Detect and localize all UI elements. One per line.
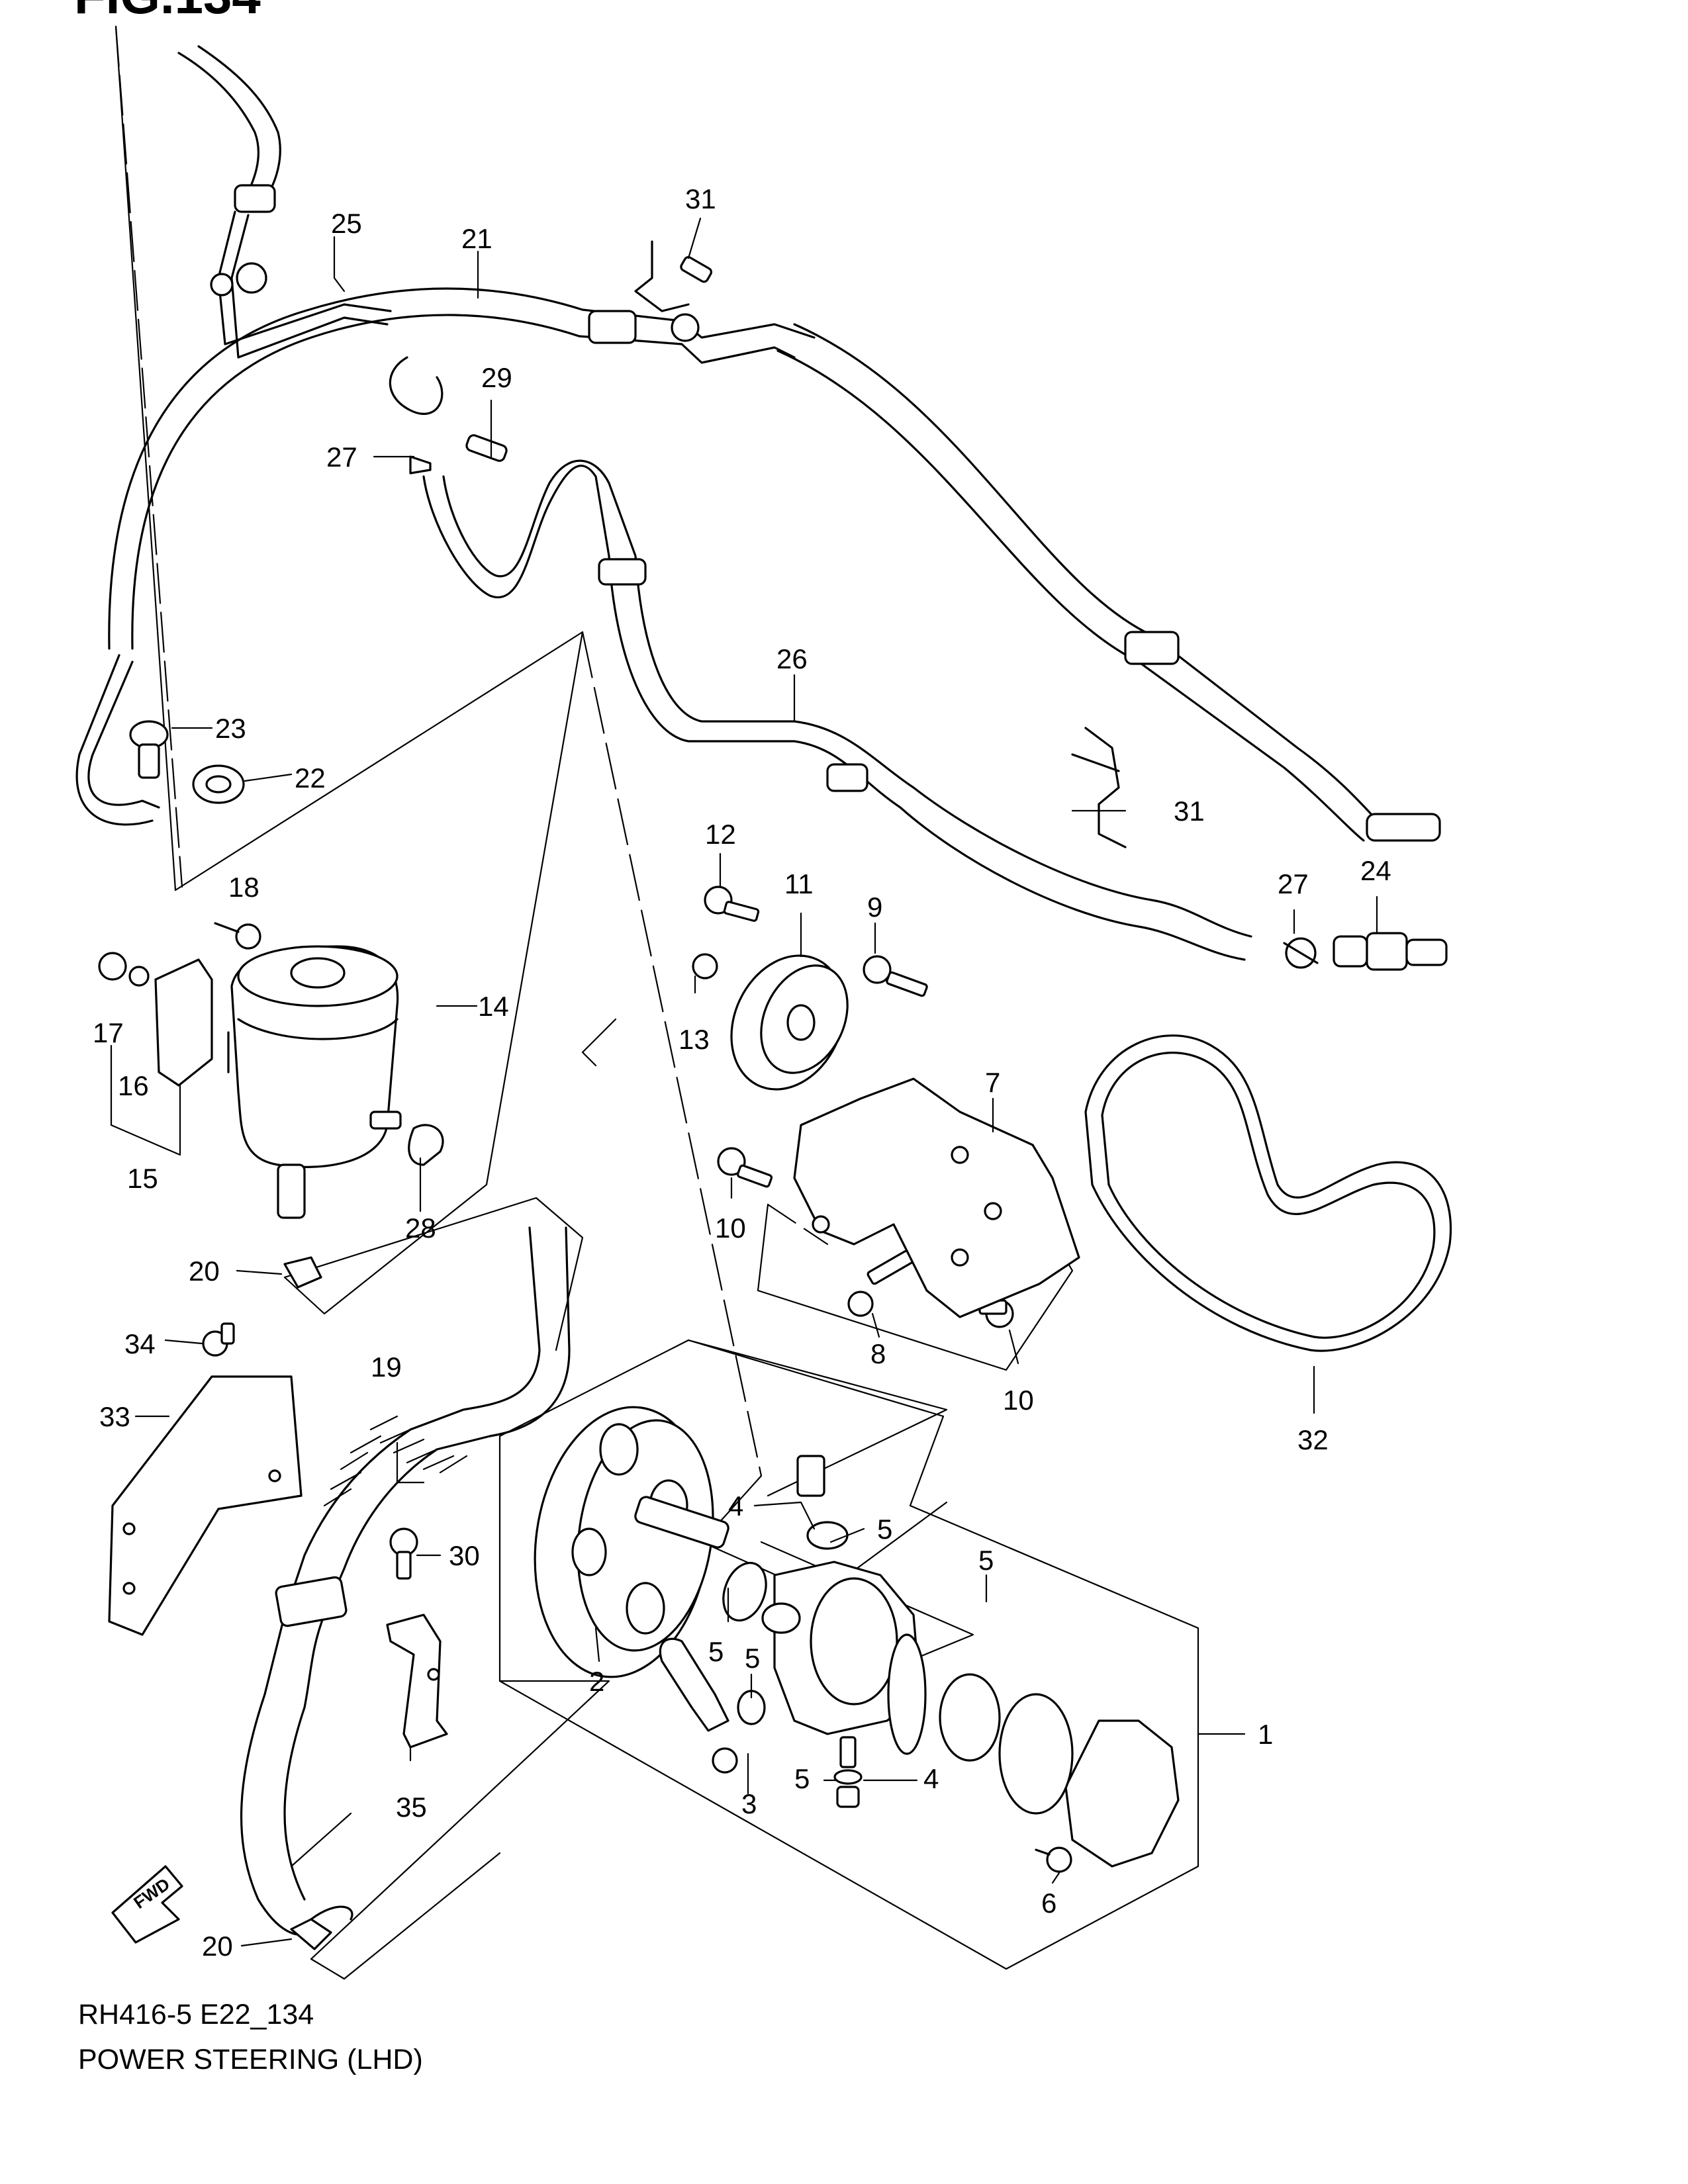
callout-25: 25 (331, 208, 362, 239)
callout-31-lower: 31 (1174, 796, 1205, 827)
bolt-18 (214, 922, 261, 950)
callout-16: 16 (118, 1070, 149, 1101)
callout-3: 3 (741, 1788, 757, 1819)
reservoir-bracket-15 (98, 952, 213, 1156)
callout-30: 30 (449, 1540, 480, 1571)
callout-numbers: 1 2 3 4 4 5 5 5 5 5 6 7 8 9 10 10 11 12 … (93, 183, 1391, 1962)
callout-19: 19 (371, 1351, 402, 1383)
callout-20-lower: 20 (202, 1931, 233, 1962)
callout-22: 22 (295, 762, 326, 794)
callout-35: 35 (396, 1792, 427, 1823)
pump-pulley-2 (534, 1406, 729, 1678)
callout-5-union: 5 (745, 1643, 760, 1674)
callout-10-upper: 10 (715, 1212, 746, 1244)
callout-8: 8 (870, 1338, 886, 1369)
bolt-30 (389, 1527, 418, 1580)
leader-lines (134, 217, 1378, 1947)
clip-28 (408, 1124, 444, 1166)
callout-9: 9 (867, 891, 882, 923)
callout-5-stud: 5 (794, 1763, 810, 1794)
callout-28: 28 (405, 1212, 436, 1244)
diagram-code: RH416-5 E22_134 (78, 1999, 314, 2030)
bolt-10-upper (717, 1147, 773, 1188)
callout-18: 18 (228, 872, 259, 903)
callout-6: 6 (1041, 1888, 1056, 1919)
washer-22 (192, 764, 245, 804)
idler-pulley-11 (730, 954, 849, 1091)
pressure-switch-4 (796, 1455, 849, 1550)
callout-23: 23 (215, 713, 246, 744)
bolt-8 (847, 1250, 914, 1317)
callout-34: 34 (124, 1328, 156, 1359)
return-hose-26 (422, 459, 1252, 961)
hose-clamp-20-upper (283, 1256, 322, 1289)
callout-17: 17 (93, 1017, 124, 1048)
drive-belt-32 (1084, 1034, 1452, 1352)
callout-33: 33 (99, 1401, 130, 1432)
bracket-33 (108, 1375, 303, 1636)
callout-7: 7 (985, 1067, 1000, 1098)
callout-15: 15 (127, 1163, 158, 1194)
callout-1: 1 (1258, 1719, 1273, 1750)
fwd-arrow-icon: FWD (111, 1865, 183, 1944)
pump-body-1 (761, 1561, 1180, 1868)
bolt-6 (1035, 1846, 1072, 1873)
banjo-bolt-23 (129, 720, 169, 779)
bolt-9 (863, 955, 928, 997)
callout-32: 32 (1297, 1424, 1329, 1455)
callout-2: 2 (589, 1666, 604, 1697)
callout-4-upper: 4 (728, 1490, 743, 1522)
bracket-35 (386, 1614, 448, 1749)
bolt-34 (202, 1322, 235, 1357)
return-hose-upper-25 (75, 45, 392, 826)
callout-5-seal: 5 (708, 1636, 724, 1667)
union-fitting-24 (1283, 932, 1448, 971)
callout-20-upper: 20 (189, 1255, 220, 1287)
callout-24: 24 (1360, 855, 1391, 886)
hose-clamp-20-lower (290, 1905, 353, 1950)
callout-13: 13 (679, 1024, 710, 1055)
callout-31-upper: 31 (685, 183, 716, 214)
bolt-12 (704, 886, 760, 922)
callout-27-upper: 27 (326, 441, 357, 473)
callout-10-lower: 10 (1003, 1385, 1034, 1416)
callout-21: 21 (461, 223, 492, 254)
stud-4-lower (833, 1736, 863, 1808)
callout-5-gasket: 5 (978, 1545, 994, 1576)
bracket-7 (793, 1077, 1080, 1318)
suction-hose-19 (240, 1226, 571, 1936)
oil-seal-5 (722, 1561, 767, 1622)
nut-13 (692, 953, 718, 979)
callout-26: 26 (776, 643, 808, 674)
diagram-title: POWER STEERING (LHD) (78, 2044, 423, 2075)
reservoir-tank-14 (227, 945, 402, 1219)
callout-14: 14 (478, 991, 509, 1022)
hose-clamps-upper (389, 240, 1127, 848)
callout-29: 29 (481, 362, 512, 393)
callout-5-oring: 5 (877, 1514, 892, 1545)
callout-12: 12 (705, 819, 736, 850)
callout-11: 11 (784, 868, 814, 899)
callout-4-lower: 4 (923, 1763, 939, 1794)
figure-label: FIG.134 (74, 0, 261, 24)
callout-27-lower: 27 (1278, 868, 1309, 899)
pressure-hose-21 (108, 287, 1441, 842)
